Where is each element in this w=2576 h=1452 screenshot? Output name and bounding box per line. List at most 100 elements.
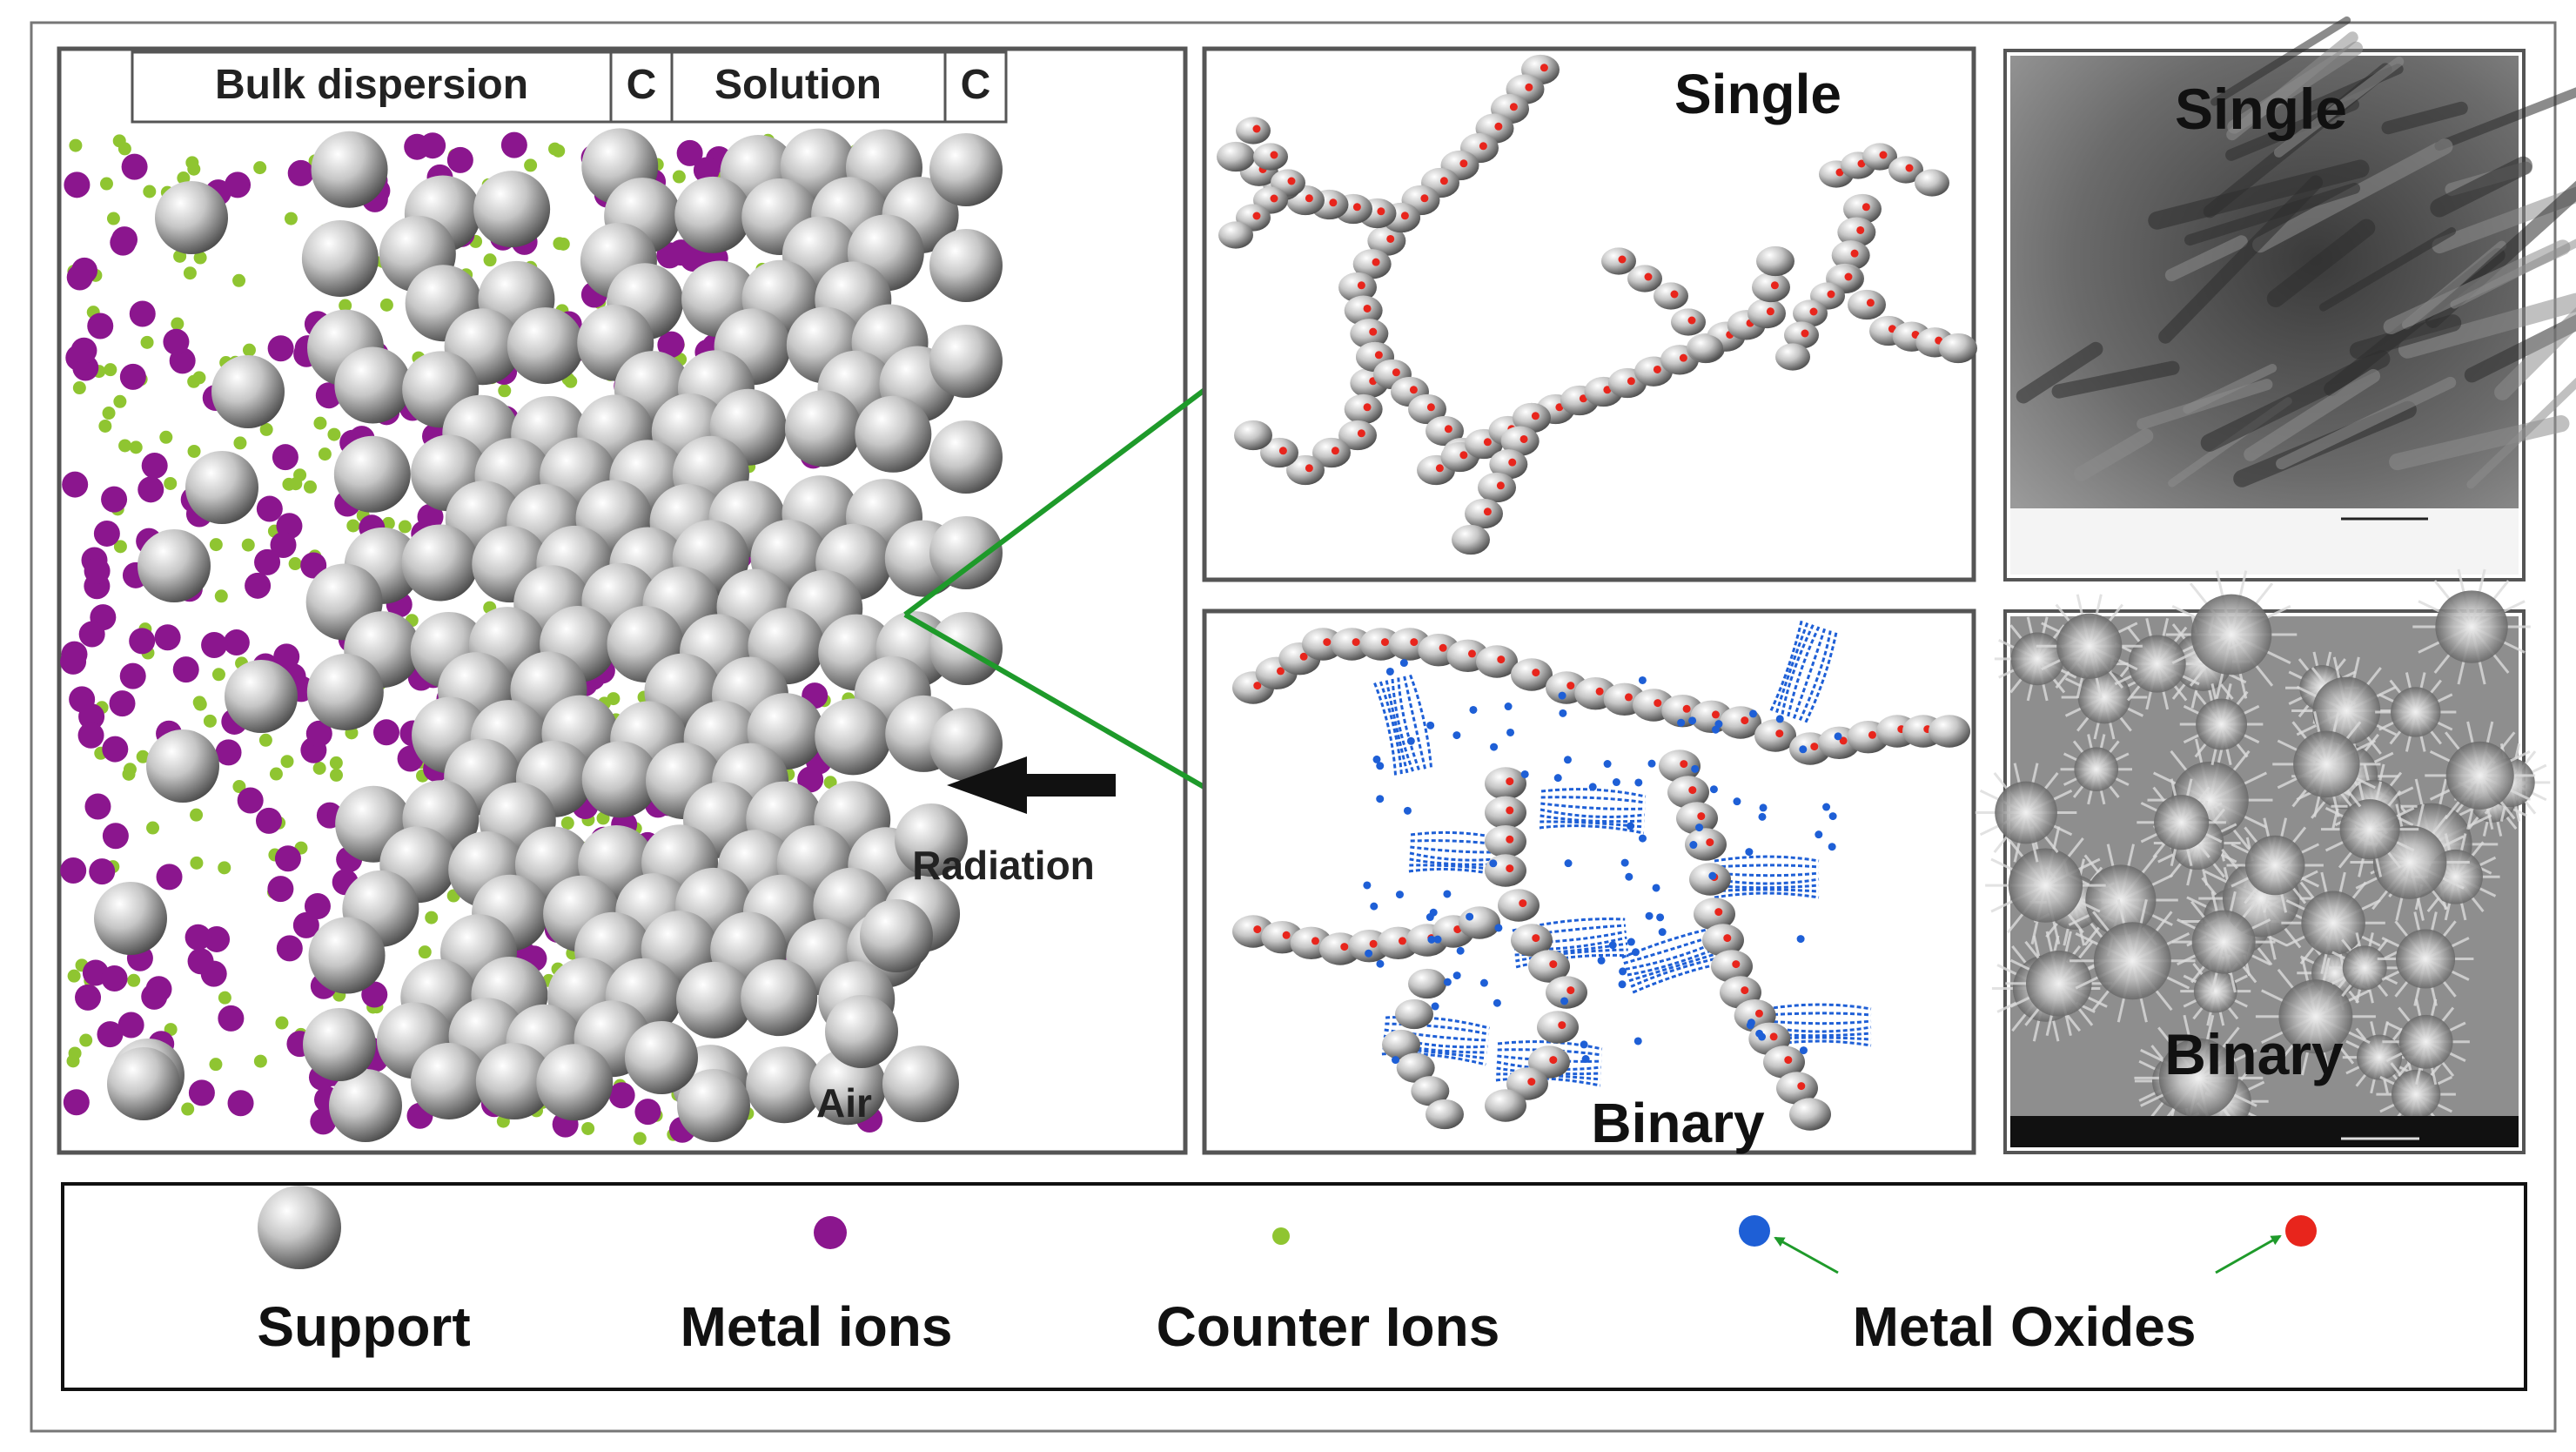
oxide-dot-blue — [1489, 859, 1498, 868]
oxide-dot-blue — [1456, 946, 1465, 955]
chain-sphere — [1485, 767, 1526, 800]
chain-sphere — [1234, 420, 1272, 451]
oxide-dot-blue — [1385, 667, 1394, 676]
metal-ion — [273, 643, 300, 670]
urchin-core — [2244, 835, 2305, 896]
tem-rod — [2148, 159, 2370, 230]
chain-sphere — [1485, 854, 1526, 887]
oxide-dot — [1856, 225, 1865, 234]
support-sphere — [211, 355, 285, 428]
support-sphere — [536, 1044, 614, 1121]
counter-ion — [146, 821, 160, 835]
tem-rod — [2398, 292, 2576, 359]
sem-urchin — [2110, 617, 2204, 710]
oxide-dot-blue — [1834, 732, 1842, 741]
oxide-dot-blue — [1799, 745, 1808, 754]
oxide-dot — [1363, 304, 1372, 313]
oxide-dot-blue — [1520, 770, 1529, 778]
sem-urchin — [2425, 721, 2536, 830]
chain-sphere — [1426, 415, 1464, 447]
oxide-dot-blue — [1399, 659, 1408, 668]
oxide-fiber — [1513, 936, 1627, 951]
oxide-dot — [1540, 64, 1548, 72]
support-sphere — [929, 133, 1003, 206]
counter-ion — [164, 476, 178, 490]
oxide-dot-blue — [1494, 924, 1503, 932]
oxide-dot — [1844, 272, 1853, 281]
metal-ion — [97, 1021, 124, 1048]
support-sphere — [146, 729, 219, 803]
oxide-dot-blue — [1553, 774, 1562, 783]
oxide-fiber — [1766, 1019, 1872, 1025]
oxide-fiber — [1798, 630, 1832, 723]
oxide-dot — [1706, 838, 1714, 847]
tem-rod — [2349, 314, 2462, 360]
counter-ion — [185, 156, 199, 170]
oxide-dot — [1558, 1021, 1566, 1030]
oxide-dot — [1392, 368, 1400, 377]
oxide-dot — [1400, 212, 1409, 220]
oxide-fiber — [1515, 948, 1628, 963]
oxide-fiber — [1539, 824, 1645, 835]
chain-sphere — [1748, 298, 1786, 329]
phase-header: Bulk dispersion C Solution C — [131, 50, 1008, 124]
sem-urchin — [2171, 891, 2276, 993]
tem-rod — [2164, 235, 2248, 282]
metal-ion — [237, 787, 264, 814]
metal-ion — [218, 1005, 245, 1032]
chain-sphere — [1476, 645, 1518, 678]
oxide-dot — [1688, 786, 1697, 795]
oxide-dot — [1329, 198, 1338, 207]
counter-ion — [193, 251, 207, 265]
oxide-dot-blue — [1691, 764, 1700, 773]
oxide-dot-blue — [1580, 1040, 1588, 1049]
oxide-dot — [1508, 458, 1517, 467]
oxide-dot-blue — [1689, 841, 1698, 850]
support-sphere — [334, 346, 412, 424]
support-sphere — [746, 1046, 823, 1124]
chain-sphere — [1218, 221, 1253, 249]
support-sphere — [506, 307, 584, 385]
metal-ion — [225, 171, 252, 198]
counter-ion — [218, 861, 231, 875]
oxide-dot — [1377, 207, 1385, 216]
chain-sphere — [1929, 715, 1970, 748]
tem-rod — [2184, 183, 2360, 246]
oxide-dot — [1711, 710, 1720, 719]
chain-sphere — [1352, 249, 1392, 279]
oxide-dot — [1496, 481, 1505, 490]
oxide-dot — [1519, 899, 1527, 908]
arrow-to-single — [903, 356, 1248, 617]
counter-ion — [99, 177, 113, 191]
sem-urchin — [2328, 932, 2401, 1004]
oxide-dot-blue — [1559, 709, 1567, 717]
oxide-fiber — [1383, 1034, 1488, 1049]
oxide-dot — [1372, 258, 1380, 266]
support-sphere — [784, 390, 862, 467]
oxide-fiber — [1714, 855, 1820, 863]
urchin-core — [2293, 730, 2360, 798]
metal-ion — [500, 131, 527, 158]
oxide-dot — [1850, 249, 1859, 258]
metal-ion — [84, 557, 111, 584]
oxide-dot — [1479, 142, 1487, 151]
support-sphere — [581, 741, 659, 818]
metal-ion — [608, 1082, 635, 1109]
oxide-dot-blue — [1658, 928, 1667, 937]
metal-ion — [267, 876, 294, 903]
urchin-core — [2396, 929, 2456, 989]
oxide-dot-blue — [1633, 1037, 1642, 1045]
oxide-dot — [1435, 464, 1444, 473]
metal-ion — [300, 552, 327, 579]
tem-texture — [2016, 16, 2576, 489]
chain-sphere — [1465, 498, 1503, 529]
oxide-fiber — [1391, 678, 1415, 773]
chain-sphere — [1659, 750, 1701, 783]
urchin-core — [2445, 741, 2514, 810]
oxide-dot-blue — [1403, 806, 1412, 815]
oxide-dot — [1839, 736, 1848, 745]
oxide-dot — [1287, 177, 1296, 185]
oxide-dot-blue — [1618, 980, 1627, 989]
oxide-dot — [1357, 429, 1365, 438]
urchin-core — [2398, 1014, 2453, 1069]
